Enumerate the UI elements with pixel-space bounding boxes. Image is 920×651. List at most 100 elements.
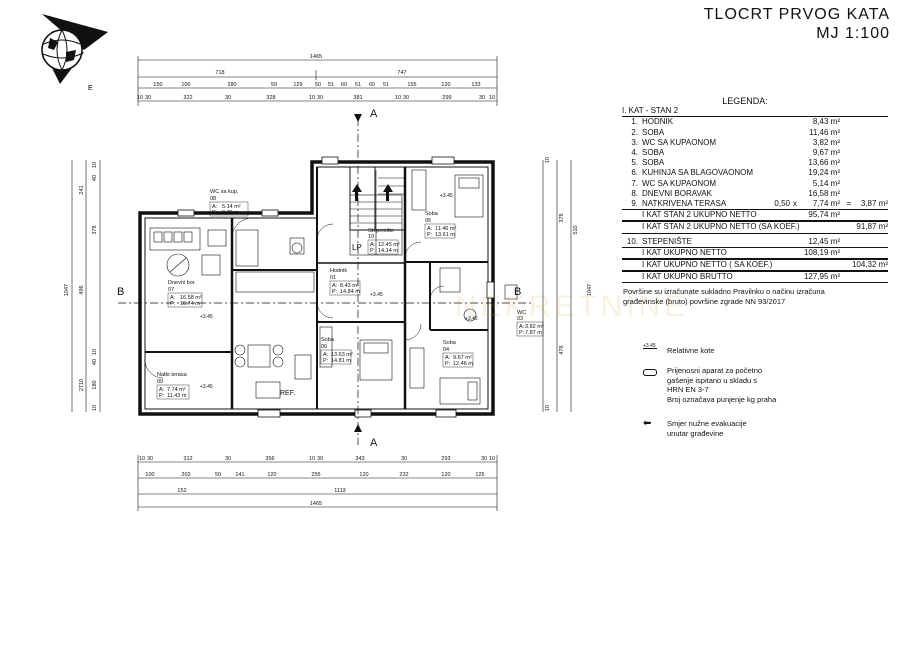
svg-text:P:: P: [445,361,451,367]
svg-text:496: 496 [79,285,85,294]
svg-text:30: 30 [403,95,409,101]
svg-text:10: 10 [137,95,143,101]
svg-text:299: 299 [442,95,451,101]
svg-text:13.61 m: 13.61 m [435,232,455,238]
svg-text:30: 30 [225,456,231,462]
room-soba-4: Soba 04 A:9.67 m² P:12.46 m [442,340,473,368]
svg-text:5.14 m²: 5.14 m² [222,204,241,210]
svg-text:10: 10 [92,162,98,168]
building-walls [138,160,495,416]
svg-text:1047: 1047 [64,284,70,296]
room-wc-kup: WC sa kup. 08 A:5.14 m² P:9.78 m [209,189,249,217]
furniture [149,169,518,405]
room-soba-5: Soba 05 A:11.46 m² P:13.61 m [424,211,456,239]
svg-text:125: 125 [475,472,484,478]
svg-text:241: 241 [79,185,85,194]
right-dimensions [542,160,572,412]
svg-text:30: 30 [225,95,231,101]
room-hodnik: Hodnik 01 A:8.43 m² P:14.84 m [329,268,360,296]
svg-text:11.43 m: 11.43 m [167,393,187,399]
title-scale: MJ 1:100 [816,25,890,42]
svg-text:30: 30 [145,95,151,101]
svg-text:06: 06 [321,344,327,350]
elevation-3: +3.45 [465,316,478,322]
svg-text:7.74 m²: 7.74 m² [167,387,186,393]
svg-text:10: 10 [545,405,551,411]
svg-text:A:: A: [519,324,525,330]
svg-text:10: 10 [489,95,495,101]
room-soba-6: Soba 06 A:13.63 m² P:14.81 m [320,337,353,365]
svg-text:7.87 m: 7.87 m [525,330,542,336]
svg-text:10: 10 [395,95,401,101]
svg-text:P:: P: [170,301,176,307]
svg-text:510: 510 [573,225,579,234]
room-wc-3: WC 03 A:3.82 m² P:7.87 m [516,310,544,337]
elevation-symbol-icon: +3.45 [643,343,656,349]
svg-text:30: 30 [481,456,487,462]
svg-text:60: 60 [369,82,375,88]
bottom-dimension-labels: 10 30 312 30 356 10 30 343 30 293 30 10 … [139,456,495,507]
svg-text:12.46 m: 12.46 m [453,361,473,367]
legend-stairs: 10. STEPENIŠTE 12,45 m² [626,236,840,246]
svg-text:1113: 1113 [334,488,345,494]
legend-kat-netto: I KAT UKUPNO NETTO 108,19 m² [622,246,888,260]
svg-text:14.81 m: 14.81 m [331,358,351,364]
top-dimensions [137,56,498,106]
svg-text:378: 378 [92,225,98,234]
svg-text:Soba: Soba [443,340,457,346]
svg-text:12.45 m²: 12.45 m² [378,242,400,248]
extinguisher-icon [643,369,657,376]
svg-text:180: 180 [92,380,98,389]
section-a-top: A [370,108,378,120]
svg-text:9.78 m: 9.78 m [222,210,239,216]
svg-text:A:: A: [427,226,433,232]
svg-text:150: 150 [153,82,162,88]
legend-heading: LEGENDA: [722,96,768,106]
svg-text:141: 141 [235,472,244,478]
svg-text:328: 328 [266,95,275,101]
ref-label: REF. [280,390,295,397]
svg-text:11.46 m²: 11.46 m² [435,226,456,232]
elevation-4: +3.45 [200,384,213,390]
svg-text:16.58 m²: 16.58 m² [180,295,202,301]
room-labels: WC sa kup. 08 A:5.14 m² P:9.78 m Stepeni… [156,189,544,400]
svg-text:312: 312 [183,456,192,462]
legend-terrace: 9. NATKRIVENA TERASA 0,50 x 7,74 m² = 3,… [631,199,888,209]
svg-text:51: 51 [383,82,389,88]
svg-text:Dnevni bor.: Dnevni bor. [168,280,196,286]
svg-text:P:: P: [332,289,338,295]
dim-top-part-2: 747 [397,70,406,76]
svg-text:120: 120 [359,472,368,478]
svg-text:Natkr.terasa: Natkr.terasa [157,372,188,378]
svg-text:51: 51 [355,82,361,88]
svg-text:356: 356 [265,456,274,462]
svg-text:50: 50 [215,472,221,478]
svg-text:120: 120 [441,82,450,88]
svg-text:10: 10 [92,349,98,355]
elevation-2: +3.45 [370,292,383,298]
svg-text:100: 100 [181,82,190,88]
svg-text:A:: A: [212,204,218,210]
svg-text:05: 05 [425,218,431,224]
svg-text:03: 03 [517,316,523,322]
svg-text:P:: P: [370,248,376,254]
svg-text:40: 40 [92,175,98,181]
svg-text:P:: P: [519,330,525,336]
svg-text:280: 280 [227,82,236,88]
dim-top-total: 1465 [310,54,322,60]
svg-text:50: 50 [315,82,321,88]
svg-text:Soba: Soba [321,337,335,343]
windows [177,156,495,418]
svg-text:16.74 m: 16.74 m [180,301,200,307]
svg-text:10: 10 [309,456,315,462]
svg-text:203: 203 [181,472,190,478]
svg-text:10: 10 [139,456,145,462]
svg-text:8.43 m²: 8.43 m² [340,283,359,289]
